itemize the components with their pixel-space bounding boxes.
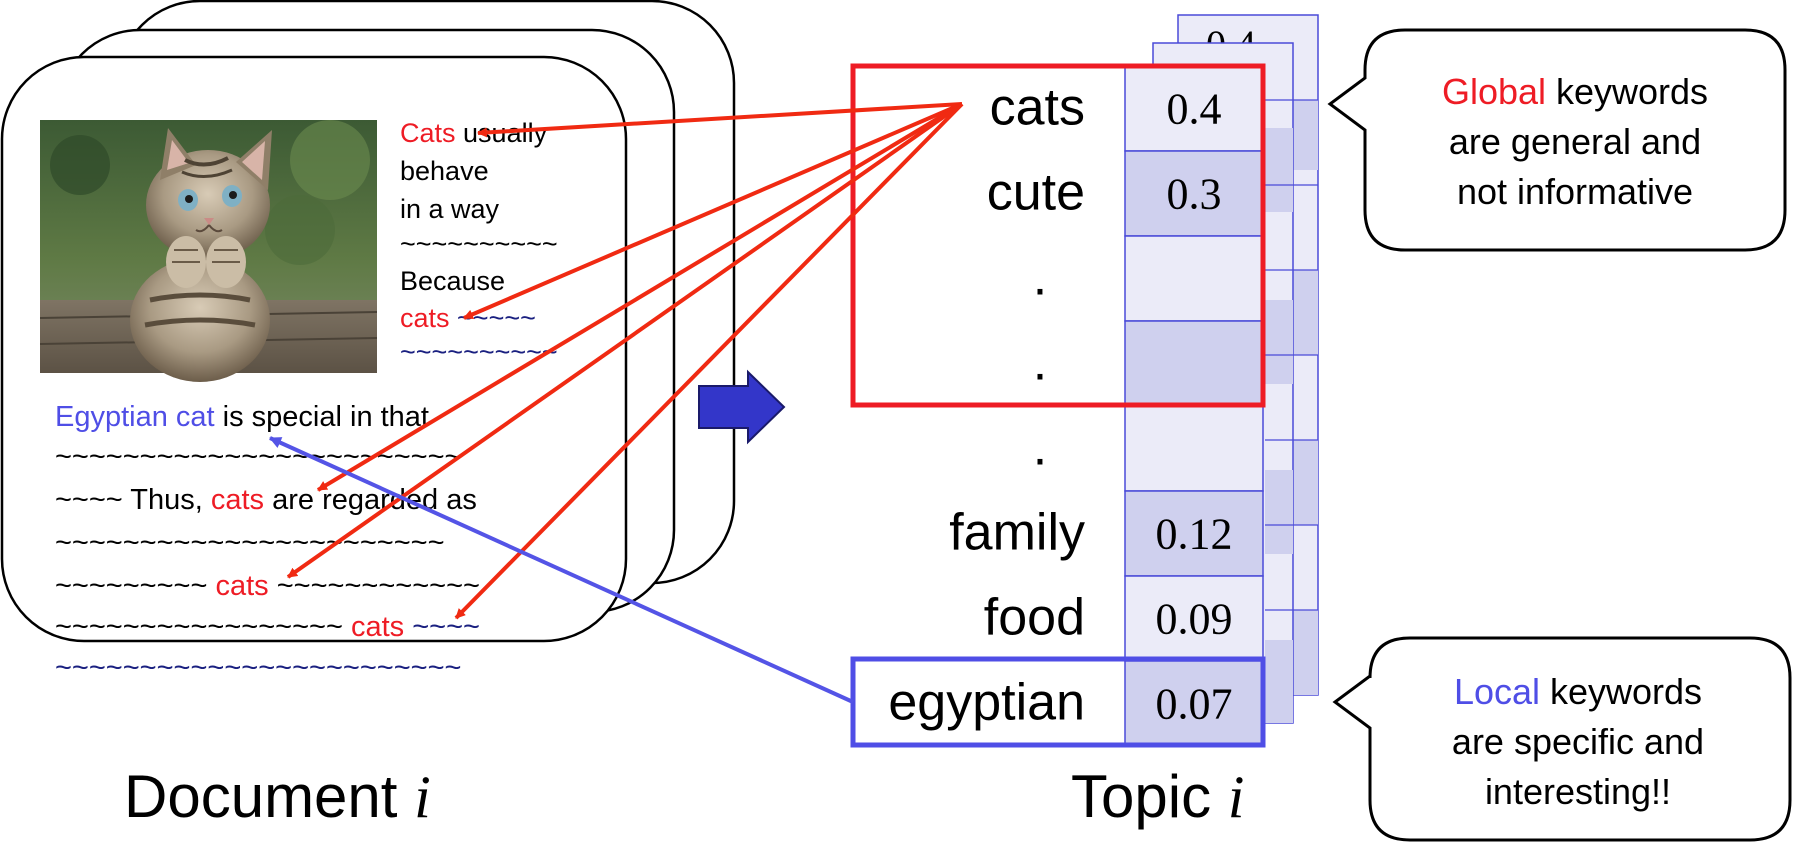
kitten-photo [39,120,378,382]
local-callout: Local keywords are specific and interest… [1332,636,1792,842]
topic-ellipsis-dot: . [1033,249,1047,307]
topic-word: egyptian [888,674,1085,732]
global-callout-line-2: are general and [1449,121,1701,162]
local-callout-line-2: are specific and [1452,721,1704,762]
side-line-2: behave [400,156,489,186]
topic-ellipsis-dot: . [1033,334,1047,392]
topic-word: cute [987,164,1085,222]
topic-value-cell [1124,660,1264,747]
global-callout-line-1: Global keywords [1442,71,1708,112]
topic-words: cats cute... family food egyptian [888,79,1085,732]
arrow-to-body-cats-3 [316,102,964,492]
side-line-4: ~~~~~~~~~~ [400,229,558,259]
global-keyword-box [850,63,1266,408]
side-line-5: Because [400,266,505,296]
topic-word: food [984,589,1085,647]
body-line-4: ~~~~~~~~~~~~~~~~~~~~~~~ [55,527,445,559]
topic-value-cell [1124,490,1264,577]
topic-value-label: 0.3 [1167,170,1222,219]
topic-word: family [949,504,1085,562]
body-line-1: Egyptian cat is special in that [55,401,429,433]
side-line-6: cats ~~~~~ [400,303,536,333]
document-side-text: Cats usually behave in a way ~~~~~~~~~~ … [400,118,558,367]
topic-value-label: 0.09 [1156,595,1233,644]
body-line-6: ~~~~~~~~~~~~~~~~~ cats ~~~~ [55,611,480,643]
body-line-3: ~~~~ Thus, cats are regarded as [55,484,477,516]
arrow-to-body-cats-6 [454,102,964,620]
body-line-5: ~~~~~~~~~ cats ~~~~~~~~~~~~ [55,570,480,602]
topic-ellipsis-dot: . [1033,419,1047,477]
body-line-7: ~~~~~~~~~~~~~~~~~~~~~~~~ [55,652,461,684]
topic-value-label: 0.12 [1156,510,1233,559]
topic-value-label: 0.4 [1167,85,1222,134]
topic-value-label: 0.07 [1156,680,1233,729]
local-callout-line-1: Local keywords [1454,671,1702,712]
topic-value-cell [1124,575,1264,662]
topic-word: cats [990,79,1085,137]
topic-caption: Topic i [1071,763,1244,830]
transform-arrow [698,369,786,445]
side-line-3: in a way [400,194,500,224]
topic-value-cell [1124,320,1264,407]
document-body-text: Egyptian cat is special in that ~~~~~~~~… [55,401,480,684]
local-keyword-arrow [269,436,854,704]
arrow-to-side-cats-2 [463,102,963,320]
document-caption: Document i [124,763,431,830]
body-line-2: ~~~~~~~~~~~~~~~~~~~~~~~~ [55,441,461,473]
side-line-1: Cats usually [400,118,548,148]
topic-value-cell [1124,405,1264,492]
topic-value-cell [1124,235,1264,322]
arrow-to-side-cats-1 [477,102,963,138]
global-callout: Global keywords are general and not info… [1327,28,1787,252]
local-callout-line-3: interesting!! [1485,771,1671,812]
global-callout-line-3: not informative [1457,171,1693,212]
